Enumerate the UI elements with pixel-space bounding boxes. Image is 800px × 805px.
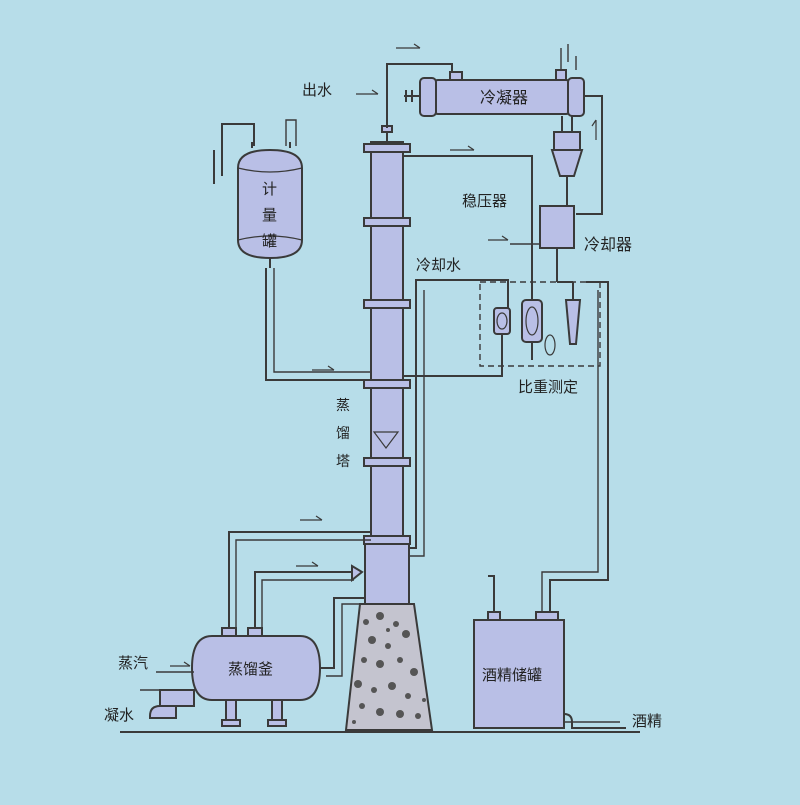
label-still-tower-1: 蒸 [336,398,350,414]
label-condenser: 冷凝器 [480,88,528,107]
condenser [419,69,585,117]
flow-arrows [170,43,597,667]
still-kettle [149,627,322,727]
distillation-column [344,125,434,731]
packing-texture [352,612,426,724]
label-meter-tank-3: 罐 [262,232,277,250]
label-steam: 蒸汽 [118,654,148,672]
label-still-tower-2: 馏 [336,426,350,442]
label-stabilizer: 稳压器 [462,192,507,210]
label-cooler: 冷却器 [584,235,632,254]
label-cooling-water: 冷却水 [416,256,461,274]
label-still-tower-3: 塔 [336,454,350,470]
label-meter-tank-1: 计 [262,180,277,198]
label-alcohol-tank: 酒精储罐 [482,666,542,684]
label-condensate: 凝水 [104,706,134,724]
gravity-measurement-box [479,262,601,367]
meter-tank [237,142,303,268]
label-meter-tank-2: 量 [262,206,277,224]
cooler [510,205,575,262]
label-outlet-water: 出水 [302,81,332,99]
label-still-kettle: 蒸馏釜 [228,660,273,678]
label-gravity-measure: 比重测定 [518,378,578,396]
label-alcohol: 酒精 [632,712,662,730]
alcohol-storage-tank [473,611,565,729]
stabilizer [550,131,584,206]
